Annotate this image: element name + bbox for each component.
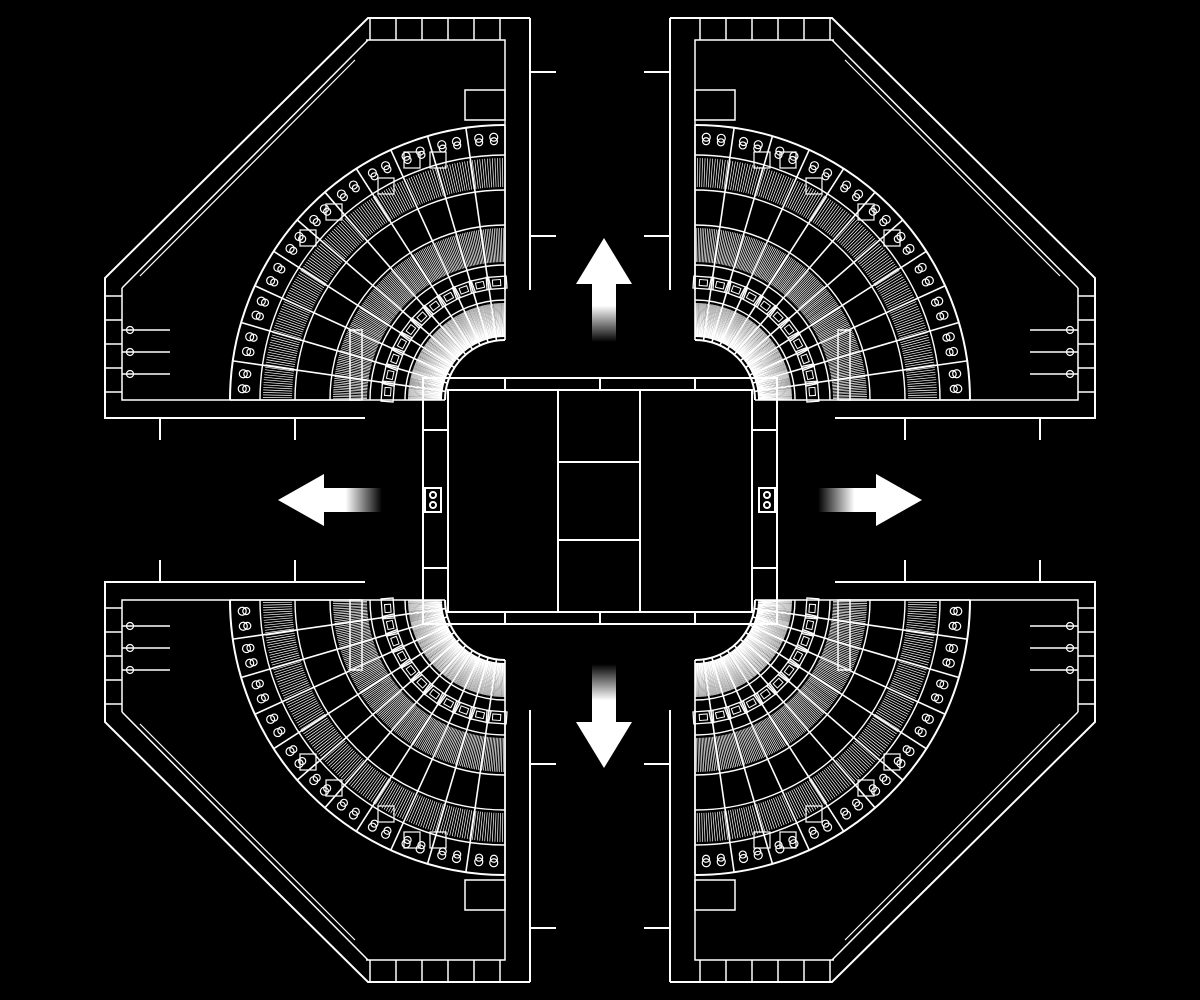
quadrant-bottom-right-geometry <box>644 560 1096 983</box>
quadrant-top-right <box>644 17 1096 440</box>
arrow-up-icon <box>576 238 632 342</box>
arrow-right-icon <box>818 474 922 526</box>
quadrant-bottom-right <box>644 560 1096 983</box>
quadrant-bottom-left-geometry <box>104 560 556 983</box>
quadrant-top-left <box>104 17 556 440</box>
direction-arrows <box>278 238 922 768</box>
quadrant-bottom-left <box>104 560 556 983</box>
quadrant-top-right-geometry <box>644 17 1096 440</box>
arrow-down-icon <box>576 664 632 768</box>
central-court <box>422 377 778 625</box>
arrow-left-icon <box>278 474 382 526</box>
